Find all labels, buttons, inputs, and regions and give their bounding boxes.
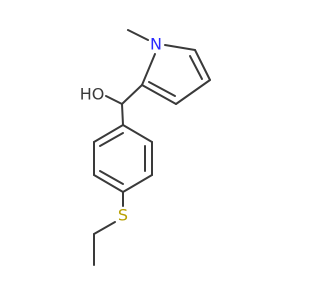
bond-c4-c5	[194, 49, 211, 81]
bond-benz-4-5	[93, 174, 124, 193]
bond-c5-n	[164, 44, 196, 51]
bond-c2-c3-double	[148, 81, 176, 97]
sulfur-atom-label: S	[118, 206, 128, 225]
nitrogen-atom-label: N	[150, 35, 162, 54]
bond-carbinol-oh	[105, 95, 123, 105]
bond-benz-3-4	[122, 174, 153, 193]
bond-c3-c4	[175, 79, 211, 105]
hydroxyl-label: HO	[80, 85, 105, 104]
bond-c2-carbinol	[121, 84, 143, 105]
bond-c2-c3	[141, 84, 177, 105]
molecule-structure: N HO S	[80, 29, 211, 266]
bond-c4-c5-double	[189, 55, 203, 80]
molecule-canvas: N HO S	[79, 29, 211, 266]
bond-benz-6-1-double	[99, 132, 124, 147]
bond-s-ch2	[93, 221, 116, 235]
bond-benz-1-2	[122, 124, 153, 143]
bond-carbinol-benzene	[121, 103, 124, 126]
bond-n-c2	[141, 53, 156, 86]
bond-n-methyl	[127, 29, 149, 41]
bond-benz-6-1	[93, 124, 124, 143]
bond-benz-4-5-double	[99, 170, 124, 185]
